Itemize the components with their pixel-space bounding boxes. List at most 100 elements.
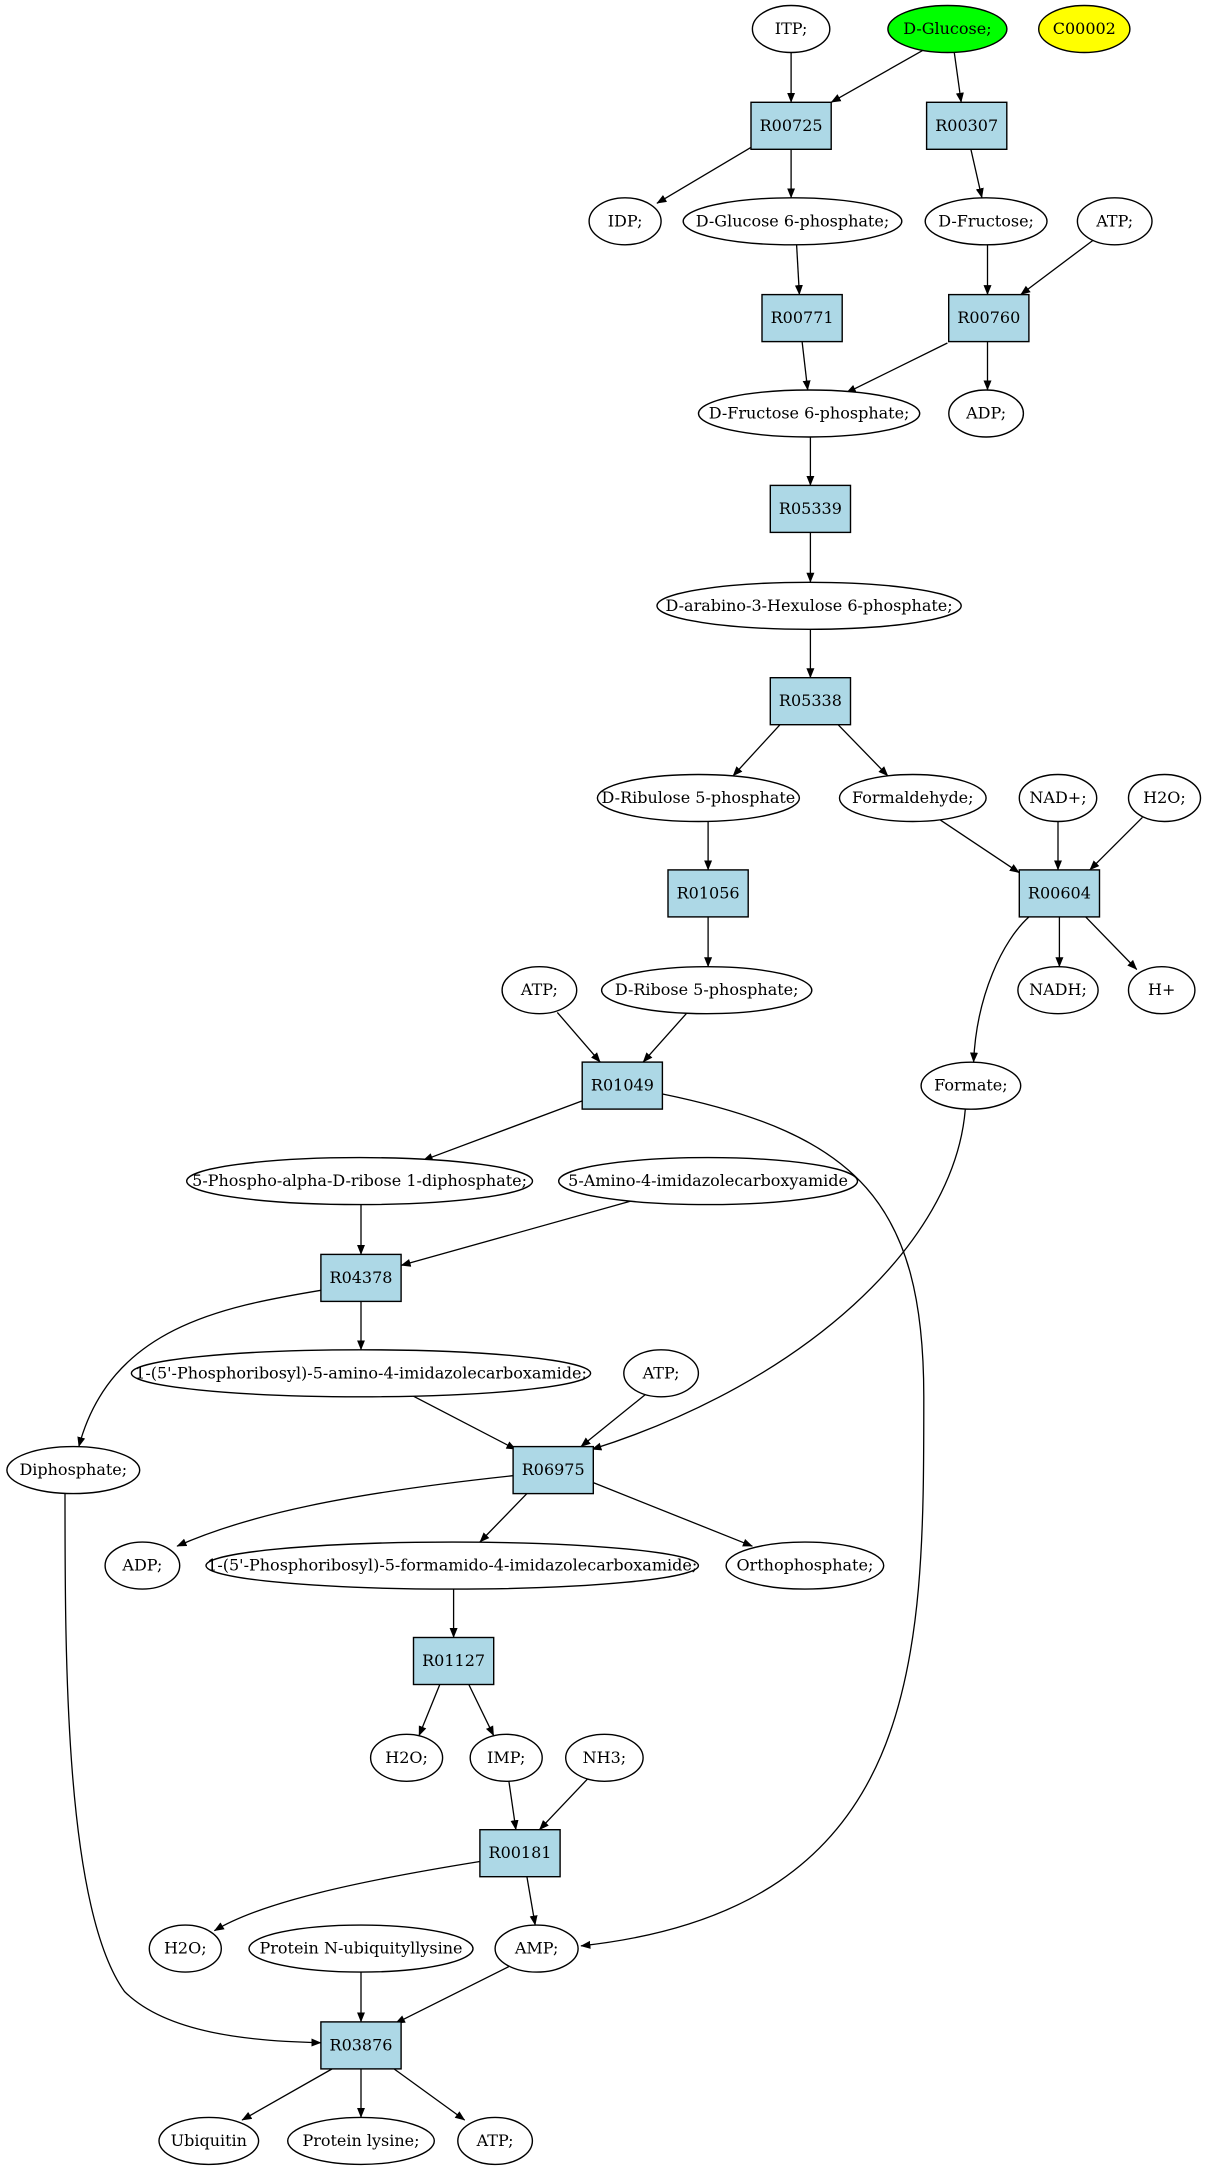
- compound-label: ATP;: [642, 1363, 680, 1382]
- compound-formaldehyde[interactable]: Formaldehyde;: [838, 773, 987, 823]
- compound-label: D-Glucose 6-phosphate;: [696, 211, 889, 230]
- reaction-R01049[interactable]: R01049: [581, 1061, 664, 1110]
- reaction-label: R05339: [779, 499, 842, 518]
- compound-label: NADH;: [1029, 980, 1087, 999]
- reaction-box: [750, 101, 832, 151]
- edge-arrow: [176, 1475, 514, 1547]
- compound-orthophosphate[interactable]: Orthophosphate;: [725, 1541, 885, 1590]
- compound-c00002[interactable]: C00002: [1038, 4, 1131, 54]
- edge-arrow: [940, 819, 1020, 874]
- compound-shape: [205, 1541, 700, 1590]
- compound-shape: [682, 197, 903, 246]
- edge-arrow: [580, 1393, 647, 1448]
- compound-shape: [287, 2116, 436, 2166]
- compound-label: D-Ribulose 5-phosphate: [602, 788, 796, 807]
- compound-adp1[interactable]: ADP;: [948, 389, 1025, 438]
- reaction-label: R06975: [522, 1460, 585, 1479]
- compound-hexulose[interactable]: D-arabino-3-Hexulose 6-phosphate;: [656, 581, 962, 630]
- reaction-R01056[interactable]: R01056: [667, 869, 749, 918]
- edge-arrow: [837, 724, 889, 777]
- compound-h2o3[interactable]: H2O;: [148, 1924, 223, 1973]
- compound-adp2[interactable]: ADP;: [104, 1541, 181, 1590]
- compound-atp3[interactable]: ATP;: [623, 1349, 700, 1398]
- compound-label: D-arabino-3-Hexulose 6-phosphate;: [666, 596, 953, 615]
- compound-itp[interactable]: ITP;: [751, 4, 831, 54]
- reaction-R01127[interactable]: R01127: [412, 1636, 495, 1686]
- compound-g6p[interactable]: D-Glucose 6-phosphate;: [682, 197, 903, 246]
- compound-label: H2O;: [164, 1939, 207, 1958]
- reaction-R04378[interactable]: R04378: [320, 1253, 402, 1303]
- compound-atp4[interactable]: ATP;: [457, 2116, 534, 2166]
- reaction-R00307[interactable]: R00307: [925, 101, 1008, 151]
- compound-prpp[interactable]: 5-Phospho-alpha-D-ribose 1-diphosphate;: [186, 1156, 534, 1206]
- compound-shape: [1017, 966, 1099, 1015]
- reaction-R05339[interactable]: R05339: [769, 484, 852, 534]
- edge-arrow: [953, 52, 964, 103]
- compound-ubiquityllysine[interactable]: Protein N-ubiquityllysine: [248, 1924, 474, 1973]
- reaction-box: [479, 1828, 561, 1878]
- reaction-label: R00181: [489, 1843, 552, 1862]
- compound-atp1[interactable]: ATP;: [1076, 197, 1153, 246]
- compound-h2o1[interactable]: H2O;: [1127, 773, 1202, 823]
- reaction-R05338[interactable]: R05338: [769, 677, 852, 726]
- compound-label: Diphosphate;: [19, 1460, 127, 1479]
- compound-shape: [501, 966, 578, 1015]
- compound-shape: [457, 2116, 534, 2166]
- compound-nh3[interactable]: NH3;: [565, 1733, 644, 1783]
- compound-ribulose[interactable]: D-Ribulose 5-phosphate: [596, 773, 801, 823]
- compound-atp2[interactable]: ATP;: [501, 966, 578, 1015]
- compound-ribose5p[interactable]: D-Ribose 5-phosphate;: [600, 966, 813, 1015]
- compound-label: Protein N-ubiquityllysine: [259, 1939, 462, 1958]
- compound-label: 5-Amino-4-imidazolecarboxyamide: [568, 1171, 848, 1190]
- edge-arrow: [801, 341, 811, 391]
- edge-arrow: [970, 149, 984, 199]
- edge-arrow: [526, 1876, 538, 1926]
- reaction-box: [1018, 869, 1101, 918]
- compound-fructose[interactable]: D-Fructose;: [924, 197, 1048, 246]
- compound-shape: [588, 197, 662, 246]
- compound-formate[interactable]: Formate;: [920, 1061, 1022, 1110]
- compound-faicar[interactable]: 1-(5'-Phosphoribosyl)-5-formamido-4-imid…: [205, 1541, 700, 1590]
- compound-hplus[interactable]: H+: [1127, 966, 1196, 1015]
- edge-arrow: [845, 342, 948, 394]
- compound-amp[interactable]: AMP;: [494, 1924, 579, 1973]
- reaction-box: [320, 1253, 402, 1303]
- compound-f6p[interactable]: D-Fructose 6-phosphate;: [697, 389, 921, 438]
- compound-h2o2[interactable]: H2O;: [369, 1733, 444, 1783]
- reaction-label: R01127: [422, 1651, 485, 1670]
- reaction-R00771[interactable]: R00771: [761, 293, 843, 343]
- compound-aica[interactable]: 5-Amino-4-imidazolecarboxyamide: [557, 1156, 859, 1206]
- compound-label: H2O;: [385, 1748, 428, 1767]
- edge-arrow: [642, 1011, 688, 1063]
- edge-arrow: [468, 1684, 495, 1737]
- reaction-box: [320, 2021, 402, 2070]
- compound-diphosphate[interactable]: Diphosphate;: [6, 1445, 141, 1495]
- compound-label: D-Fructose;: [938, 211, 1034, 230]
- reaction-R00760[interactable]: R00760: [948, 293, 1030, 343]
- reaction-label: R01049: [591, 1076, 654, 1095]
- compound-aicar[interactable]: 1-(5'-Phosphoribosyl)-5-amino-4-imidazol…: [130, 1349, 592, 1398]
- reaction-R06975[interactable]: R06975: [512, 1445, 594, 1495]
- edge-arrow: [400, 1199, 634, 1267]
- edge-arrow: [732, 724, 781, 777]
- compound-label: D-Fructose 6-phosphate;: [709, 404, 910, 423]
- reaction-R00181[interactable]: R00181: [479, 1828, 561, 1878]
- compound-nad[interactable]: NAD+;: [1018, 773, 1098, 823]
- compound-lysine[interactable]: Protein lysine;: [287, 2116, 436, 2166]
- compound-nadh[interactable]: NADH;: [1017, 966, 1099, 1015]
- reaction-R00725[interactable]: R00725: [750, 101, 832, 151]
- edge-arrow: [556, 1011, 601, 1063]
- reaction-R00604[interactable]: R00604: [1018, 869, 1101, 918]
- compound-ubiquitin[interactable]: Ubiquitin: [158, 2116, 260, 2166]
- edge-arrow: [593, 1481, 753, 1547]
- reaction-box: [948, 293, 1030, 343]
- reaction-box: [769, 677, 852, 726]
- compound-shape: [557, 1156, 859, 1206]
- compound-glucose[interactable]: D-Glucose;: [887, 4, 1008, 54]
- reaction-R03876[interactable]: R03876: [320, 2021, 402, 2070]
- compound-idp[interactable]: IDP;: [588, 197, 662, 246]
- compound-imp[interactable]: IMP;: [469, 1733, 543, 1783]
- compound-label: Formaldehyde;: [852, 788, 974, 807]
- compound-shape: [158, 2116, 260, 2166]
